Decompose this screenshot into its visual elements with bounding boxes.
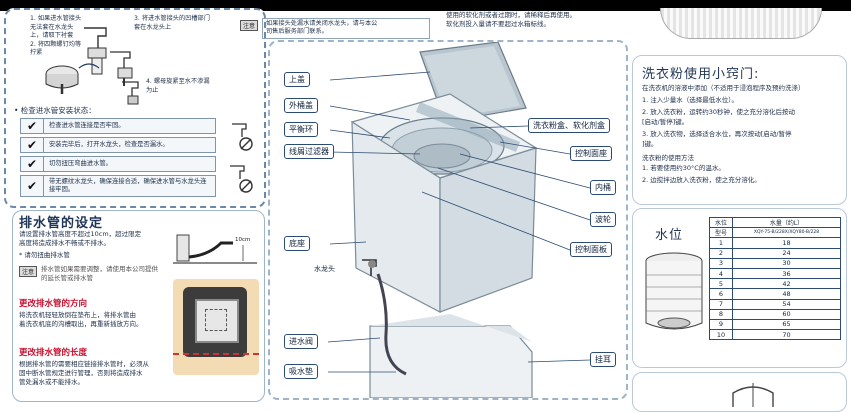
step-4: 4. 螺母旋紧至水不渗漏 为止 xyxy=(146,78,210,94)
label-inner-tub: 内桶 xyxy=(590,180,616,195)
note-text: 如果接头处漏水请关闭水龙头，请与本公 司售后服务部门联系。 xyxy=(262,18,430,39)
drain-length-text: 根据排水管的需要相应链接排水管时，必须从 固中断水管规定进行管理，否则将造成排水… xyxy=(19,360,149,386)
tip-line: 3. 放入洗衣物，选择适合水位，再次按动[启动/暂停 xyxy=(642,130,792,138)
checkmark-icon: ✔ xyxy=(21,176,44,196)
drain-text-2: * 请勿扭曲排水管 xyxy=(19,251,70,259)
label-suction-pad: 吸水垫 xyxy=(284,364,318,379)
drain-length-title: 更改排水管的长度 xyxy=(19,348,88,358)
faucet-sketch-1 xyxy=(78,27,107,75)
check-title: • 检查进水管安装状态： xyxy=(14,106,96,115)
tip-line: 1. 若要使用约30°C的温水。 xyxy=(642,164,725,172)
detergent-title: 洗衣粉使用小窍门: xyxy=(642,67,760,82)
label-control-seat: 控制面座 xyxy=(570,146,612,161)
cm-label: 10cm xyxy=(235,237,250,243)
label-pulsator: 波轮 xyxy=(590,212,616,227)
water-amount-col: 水量（约L） xyxy=(732,216,841,229)
tip-line: 1. 注入少量水（选择最低水位）。 xyxy=(642,96,739,104)
check-row: ✔ 切勿扭压弯曲进水管。 xyxy=(20,156,216,172)
check-row: ✔ 带无螺纹水龙头，确保连接合适，确保进水管与水龙头连接牢固。 xyxy=(20,175,216,197)
tub-edge-diagram xyxy=(732,383,774,407)
drain-note-chip: 注意 xyxy=(19,266,38,277)
tip-line: 洗衣粉的使用方法 xyxy=(642,154,694,162)
screen-top-bar xyxy=(0,0,851,11)
label-lid: 上盖 xyxy=(284,72,310,87)
label-faucet: 水龙头 xyxy=(314,265,335,273)
label-base: 底座 xyxy=(284,236,310,251)
drain-text-1: 请设置排水管高度不超过10cm，超过限定 高度将造成排水不畅或不排水。 xyxy=(19,230,142,247)
machine-panel: 上盖 外桶盖 平衡环 线屑过滤器 底座 水龙头 进水阀 吸水垫 洗衣粉盒、软化剂… xyxy=(268,40,628,400)
checkmark-icon: ✔ xyxy=(21,119,44,133)
check-row: ✔ 检查进水管连接是否牢固。 xyxy=(20,118,216,134)
label-lint-filter: 线屑过滤器 xyxy=(284,144,334,159)
drain-title: 排水管的设定 xyxy=(19,216,104,231)
faucet-warning-icon xyxy=(230,123,253,193)
water-level-title: 水位 xyxy=(655,228,684,243)
detergent-tips-panel: 洗衣粉使用小窍门: 在洗衣机的溶液中添加（不适用于浸泡程序及预约洗涤） 1. 注… xyxy=(632,55,847,205)
water-level-panel: 水位 水位 水量（约L） 型号 XQY-75-B/228X/XQY80-B/22… xyxy=(632,208,847,368)
label-detergent-box: 洗衣粉盒、软化剂盒 xyxy=(528,118,610,133)
tip-line: 2. 边搅拌边放入洗衣粉，使之充分溶化。 xyxy=(642,176,761,184)
label-hanging-ear: 挂耳 xyxy=(590,352,616,367)
label-inlet-valve: 进水阀 xyxy=(284,334,318,349)
check-row: ✔ 安装完毕后，打开水龙头，检查是否漏水。 xyxy=(20,137,216,153)
water-level-table: 水位 水量（约L） 型号 XQY-75-B/228X/XQY80-B/228 1… xyxy=(709,216,841,341)
model-value: XQY-75-B/228X/XQY80-B/228 xyxy=(732,227,841,239)
drain-height-diagram: 10cm xyxy=(173,234,257,264)
label-control-panel: 控制面板 xyxy=(570,242,612,257)
faucet-sketch-3 xyxy=(45,65,79,94)
tip-line: [启动/暂停]键。 xyxy=(642,118,689,126)
tip-line: 在洗衣机的溶液中添加（不适用于浸泡程序及预约洗涤） xyxy=(642,84,805,92)
tip-line: ]键。 xyxy=(642,140,658,148)
machine-bottom-photo xyxy=(173,279,259,375)
drain-direction-title: 更改排水管的方向 xyxy=(19,299,88,309)
bottom-right-panel xyxy=(632,372,847,412)
water-level-col: 水位 xyxy=(709,216,733,229)
drain-panel: 排水管的设定 请设置排水管高度不超过10cm，超过限定 高度将造成排水不畅或不排… xyxy=(12,210,265,402)
step-3: 3. 将进水管接头的凹槽部门 套在水龙头上 xyxy=(134,15,210,31)
note-chip: 注意 xyxy=(240,20,259,31)
tip-line: 2. 放入洗衣粉，运转约30秒钟，使之充分溶化后按动 xyxy=(642,108,796,116)
step-1-2: 1. 如果进水管接头 无法套在水龙头 上，请取下衬套 2. 将四颗螺钉均等 拧紧 xyxy=(30,15,82,57)
softener-photo xyxy=(660,8,822,39)
label-outer-tub-cover: 外桶盖 xyxy=(284,98,318,113)
checkmark-icon: ✔ xyxy=(21,157,44,171)
install-check-panel: 1. 如果进水管接头 无法套在水龙头 上，请取下衬套 2. 将四颗螺钉均等 拧紧… xyxy=(4,8,266,208)
faucet-sketch-4 xyxy=(122,81,139,105)
model-label: 型号 xyxy=(709,227,733,239)
softener-note: 使用的软化剂或者过期时，请稀释后再使用。 软化剂投入量请不要超过水箱标线。 xyxy=(446,11,576,28)
drain-note-text: 排水管如果需要调整，请使用本公司提供 的延长管或排水管 xyxy=(41,265,158,282)
drum-diagram xyxy=(645,252,703,330)
checkmark-icon: ✔ xyxy=(21,138,44,152)
washing-machine-illustration xyxy=(327,42,591,398)
drain-direction-text: 将洗衣机轻轻放倒在垫布上，将排水管由 着洗衣机底的沟槽取出，再重新插放方向。 xyxy=(19,311,143,328)
label-balance-ring: 平衡环 xyxy=(284,122,318,137)
